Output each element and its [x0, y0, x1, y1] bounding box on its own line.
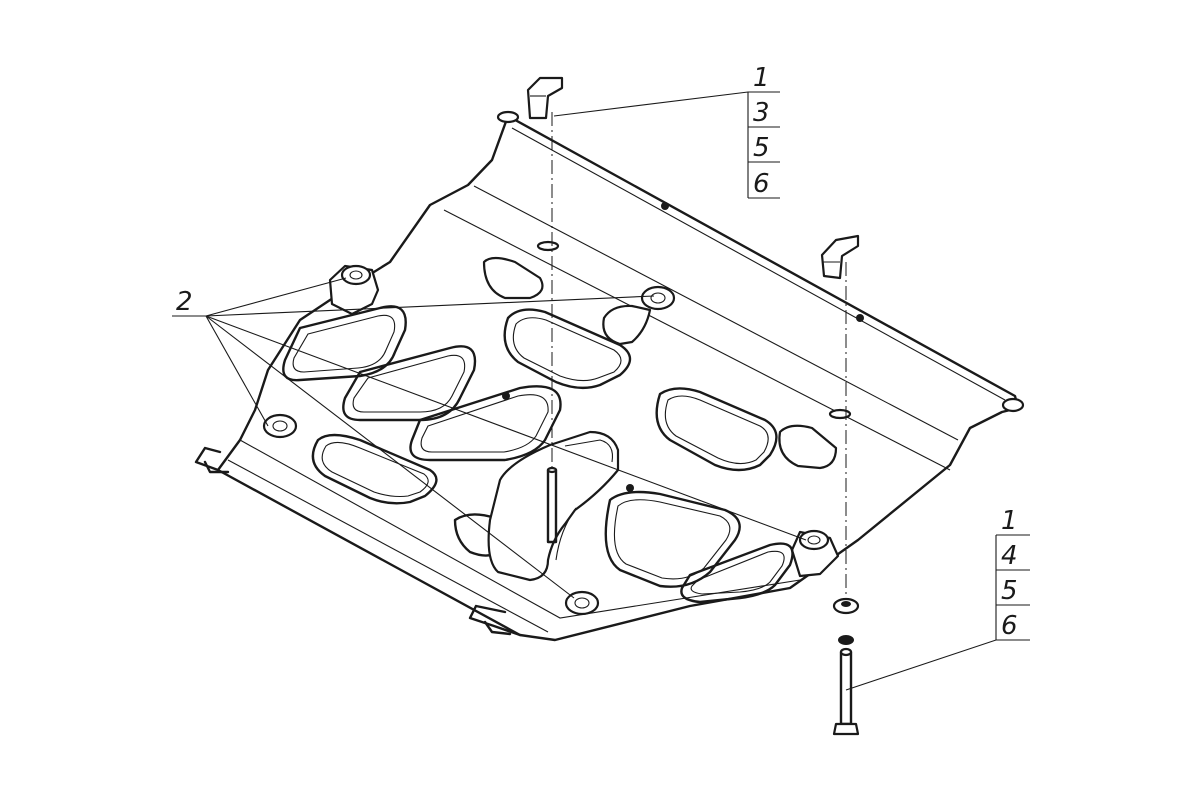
- callout-bottom-3: 5: [1001, 576, 1018, 606]
- callout-top-4: 6: [753, 169, 770, 199]
- nut-bracket-right: [790, 529, 840, 578]
- callout-bottom-4: 6: [1001, 611, 1018, 641]
- callout-side-label: 2: [176, 287, 193, 317]
- bracket-top-right: [820, 234, 860, 280]
- callout-side: 2: [176, 287, 193, 317]
- callout-bottom-1: 1: [1001, 506, 1018, 536]
- callout-top-2: 3: [753, 98, 770, 128]
- bracket-top-left: [526, 76, 564, 120]
- fastener-axes: [546, 112, 847, 600]
- stamped-oval-openings: [282, 305, 794, 604]
- callout-stack-top: 1 3 5 6: [747, 63, 780, 199]
- loose-hardware: [832, 597, 860, 736]
- nut-bracket-left: [328, 264, 380, 316]
- callout-bottom-2: 4: [1001, 541, 1018, 571]
- callout-top-1: 1: [753, 63, 770, 93]
- mounting-tabs: [194, 110, 1025, 637]
- skid-plate-outline: [216, 114, 1020, 642]
- callout-top-3: 5: [753, 133, 770, 163]
- leader-lines: [172, 91, 1030, 691]
- callout-stack-bottom: 1 4 5 6: [995, 506, 1030, 641]
- slots-and-cutouts: [482, 202, 864, 492]
- center-cover: [487, 430, 620, 582]
